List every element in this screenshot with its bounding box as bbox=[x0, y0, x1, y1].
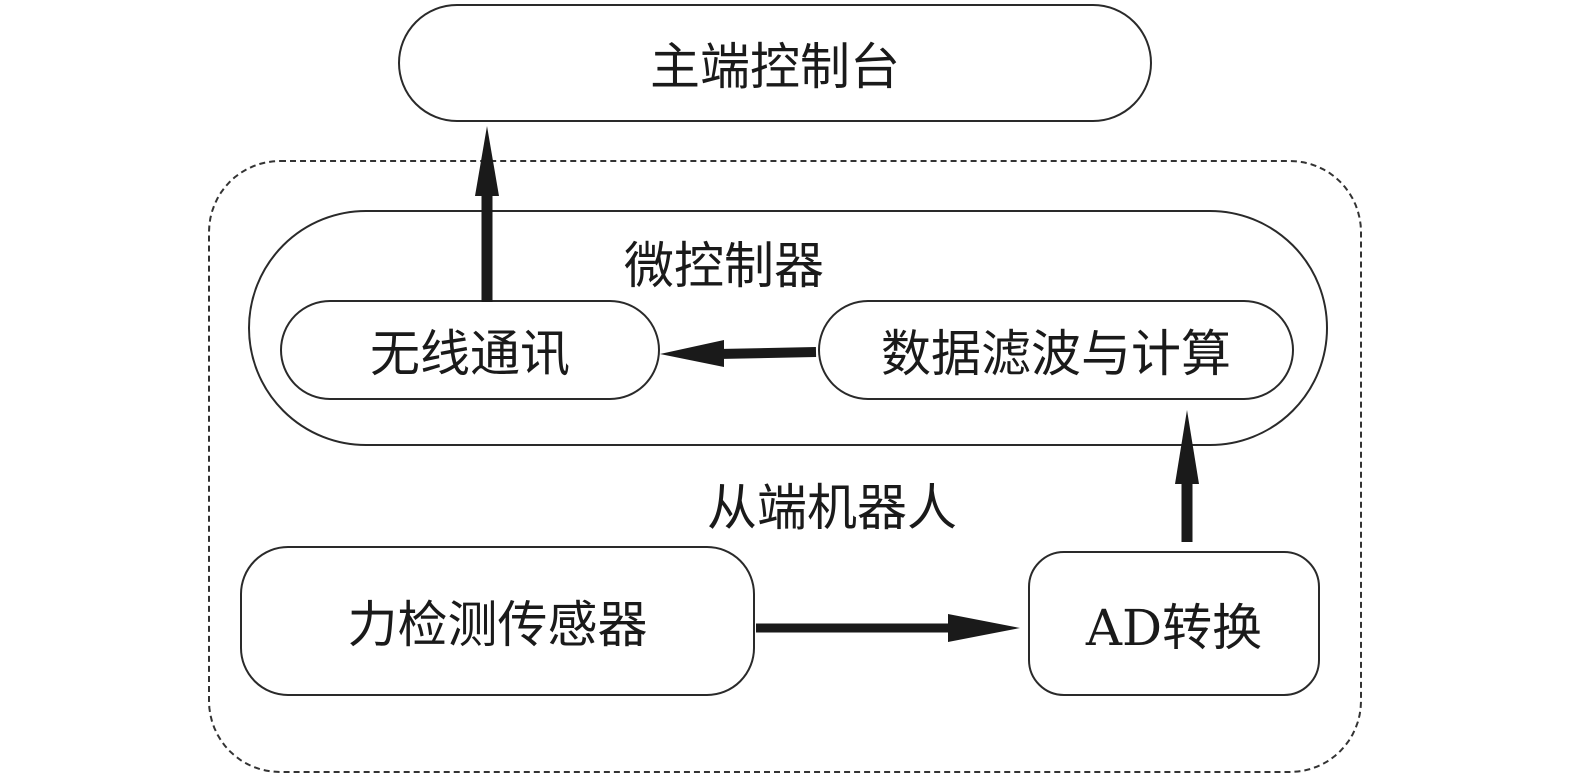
data-filter-compute-node: 数据滤波与计算 bbox=[818, 300, 1294, 400]
microcontroller-label: 微控制器 bbox=[624, 237, 824, 295]
arrow-force-to-ad bbox=[756, 614, 1020, 642]
ad-conversion-node: AD转换 bbox=[1028, 551, 1320, 696]
master-console-node: 主端控制台 bbox=[398, 4, 1152, 122]
microcontroller-group bbox=[248, 210, 1328, 446]
arrow-ad-to-filter bbox=[1175, 410, 1199, 542]
arrow-wireless-to-master bbox=[475, 126, 499, 302]
wireless-comm-label: 无线通讯 bbox=[370, 325, 570, 383]
slave-robot-label: 从端机器人 bbox=[707, 479, 957, 537]
ad-conversion-label: AD转换 bbox=[1085, 598, 1263, 657]
slave-robot-group bbox=[208, 160, 1362, 773]
force-sensor-node: 力检测传感器 bbox=[240, 546, 755, 696]
master-console-label: 主端控制台 bbox=[650, 38, 900, 96]
force-sensor-label: 力检测传感器 bbox=[347, 596, 648, 654]
data-filter-compute-label: 数据滤波与计算 bbox=[881, 325, 1231, 383]
arrow-filter-to-wireless bbox=[660, 340, 817, 367]
wireless-comm-node: 无线通讯 bbox=[280, 300, 660, 400]
